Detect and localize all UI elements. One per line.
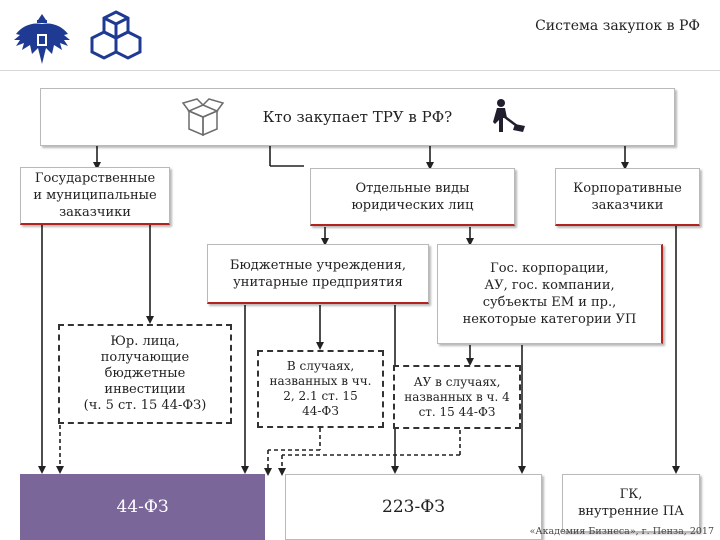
top-question-box: Кто закупает ТРУ в РФ? xyxy=(40,88,675,146)
open-box-icon xyxy=(181,97,225,142)
russian-eagle-logo xyxy=(10,8,74,72)
legal-entities-box: Отдельные виды юридических лиц xyxy=(310,168,515,226)
state-corporations-box: Гос. корпорации, АУ, гос. компании, субъ… xyxy=(437,244,663,344)
au-cases-box: АУ в случаях, названных в ч. 4 ст. 15 44… xyxy=(393,365,521,429)
footer-text: «Академия Бизнеса», г. Пенза, 2017 xyxy=(529,526,714,537)
title-underline xyxy=(0,70,720,71)
budget-institutions-box: Бюджетные учреждения, унитарные предприя… xyxy=(207,244,429,304)
law-44-box: 44-ФЗ xyxy=(20,474,265,540)
corporate-customers-box: Корпоративные заказчики xyxy=(555,168,700,226)
worker-shovel-icon xyxy=(491,98,527,139)
special-cases-box: В случаях, названных в чч. 2, 2.1 ст. 15… xyxy=(257,350,384,428)
state-customers-box: Государственные и муниципальные заказчик… xyxy=(20,167,170,225)
page-title: Система закупок в РФ xyxy=(535,18,700,34)
cubes-logo xyxy=(86,8,146,68)
legal-with-investments-box: Юр. лица, получающие бюджетные инвестици… xyxy=(58,324,232,424)
gk-box: ГК, внутренние ПА xyxy=(562,474,700,532)
law-223-box: 223-ФЗ xyxy=(285,474,542,540)
top-question-text: Кто закупает ТРУ в РФ? xyxy=(262,107,453,126)
